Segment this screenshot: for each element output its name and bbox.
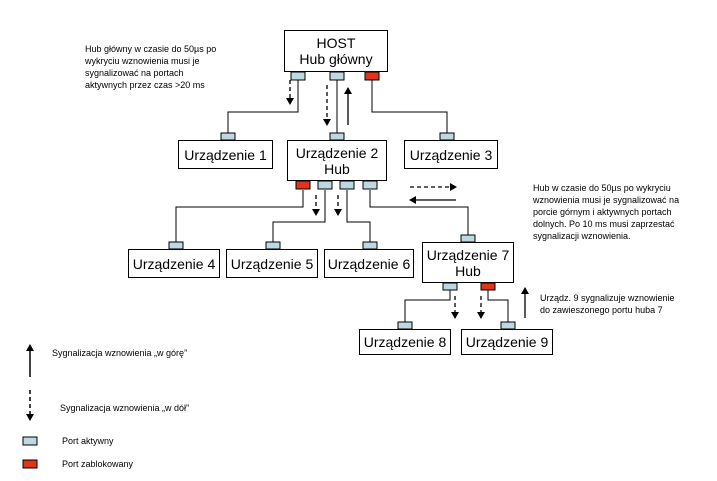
legend-active-label: Port aktywny: [62, 436, 114, 446]
legend-down-label: Sygnalizacja wznowienia „w dół”: [60, 403, 190, 413]
port-dev6-up: [362, 241, 378, 250]
device-2-box: Urządzenie 2 Hub: [287, 140, 387, 181]
host-title: HOST: [316, 35, 356, 51]
device-4-box: Urządzenie 4: [128, 249, 220, 278]
device-9-label: Urządzenie 9: [465, 334, 549, 350]
link-dev2-dev6: [346, 190, 371, 242]
host-note-line: aktywnych przez czas >20 ms: [85, 80, 205, 90]
host-note-line: wykryciu wznowienia musi je: [85, 56, 200, 66]
hub2-note-line: Hub w czasie do 50µs po wykryciu: [533, 183, 671, 193]
hub2-note: Hub w czasie do 50µs po wykryciu wznowie…: [533, 182, 715, 242]
link-host-dev3: [371, 80, 448, 133]
device-2-title: Urządzenie 2: [295, 144, 379, 161]
device-2-subtitle: Hub: [324, 160, 350, 177]
host-note-line: Hub główny w czasie do 50µs po: [85, 44, 217, 54]
host-box: HOST Hub główny: [284, 30, 388, 72]
port-dev3-up: [439, 132, 455, 141]
device-6-label: Urządzenie 6: [327, 255, 411, 272]
device-3-label: Urządzenie 3: [409, 146, 493, 163]
hub2-note-line: porcie górnym i aktywnych portach: [533, 207, 672, 217]
device-1-box: Urządzenie 1: [178, 140, 273, 169]
port-dev9-up: [500, 321, 516, 330]
port-dev7-2: [480, 282, 496, 291]
link-dev2-dev5: [272, 190, 326, 242]
link-dev2-dev7: [369, 190, 469, 235]
dev9-note: Urządz. 9 sygnalizuje wznowienie do zawi…: [540, 292, 715, 316]
link-dev2-dev4: [175, 190, 304, 242]
device-1-label: Urządzenie 1: [184, 146, 267, 163]
device-3-box: Urządzenie 3: [404, 140, 498, 169]
port-dev2-2: [317, 180, 333, 190]
ports: [22, 71, 516, 469]
port-dev8-up: [397, 321, 413, 330]
link-dev7-dev9: [487, 290, 509, 322]
device-7-title: Urządzenie 7: [426, 246, 510, 263]
port-host-2: [329, 71, 345, 81]
device-8-label: Urządzenie 8: [363, 334, 447, 350]
port-host-3: [364, 71, 380, 81]
device-8-box: Urządzenie 8: [359, 329, 451, 355]
port-host-1: [290, 71, 306, 81]
link-host-dev1: [227, 80, 299, 133]
host-note: Hub główny w czasie do 50µs po wykryciu …: [85, 43, 265, 91]
device-9-box: Urządzenie 9: [461, 329, 553, 355]
port-dev1-up: [220, 132, 236, 141]
port-dev2-3: [339, 180, 355, 190]
port-dev2-up: [329, 132, 345, 141]
host-subtitle: Hub główny: [299, 51, 373, 67]
port-dev7-up: [460, 234, 476, 243]
port-dev5-up: [265, 241, 281, 250]
host-note-line: sygnalizować na portach: [85, 68, 184, 78]
legend-up-label: Sygnalizacja wznowienia „w górę”: [52, 348, 188, 358]
device-7-box: Urządzenie 7 Hub: [422, 242, 514, 283]
hub2-note-line: wznowienia musi je sygnalizować na: [533, 195, 680, 205]
device-5-box: Urządzenie 5: [226, 249, 318, 278]
connection-lines: [175, 80, 509, 322]
port-dev4-up: [168, 241, 184, 250]
legend-blocked-swatch: [22, 459, 38, 469]
dev9-note-line: Urządz. 9 sygnalizuje wznowienie: [540, 293, 675, 303]
device-4-label: Urządzenie 4: [132, 255, 216, 272]
device-7-subtitle: Hub: [455, 262, 481, 279]
signal-arrows: [26, 80, 529, 421]
legend-active-swatch: [22, 436, 38, 446]
port-dev2-1: [295, 180, 311, 190]
dev9-note-line: do zawieszonego portu huba 7: [540, 305, 663, 315]
port-dev2-4: [362, 180, 378, 190]
link-dev7-dev8: [404, 290, 451, 322]
device-6-box: Urządzenie 6: [324, 249, 414, 278]
legend-blocked-label: Port zablokowany: [62, 459, 134, 469]
device-5-label: Urządzenie 5: [230, 255, 314, 272]
port-dev7-1: [442, 282, 458, 291]
hub2-note-line: dolnych. Po 10 ms musi zaprzestać: [533, 219, 675, 229]
hub2-note-line: sygnalizacji wznowienia.: [533, 231, 631, 241]
